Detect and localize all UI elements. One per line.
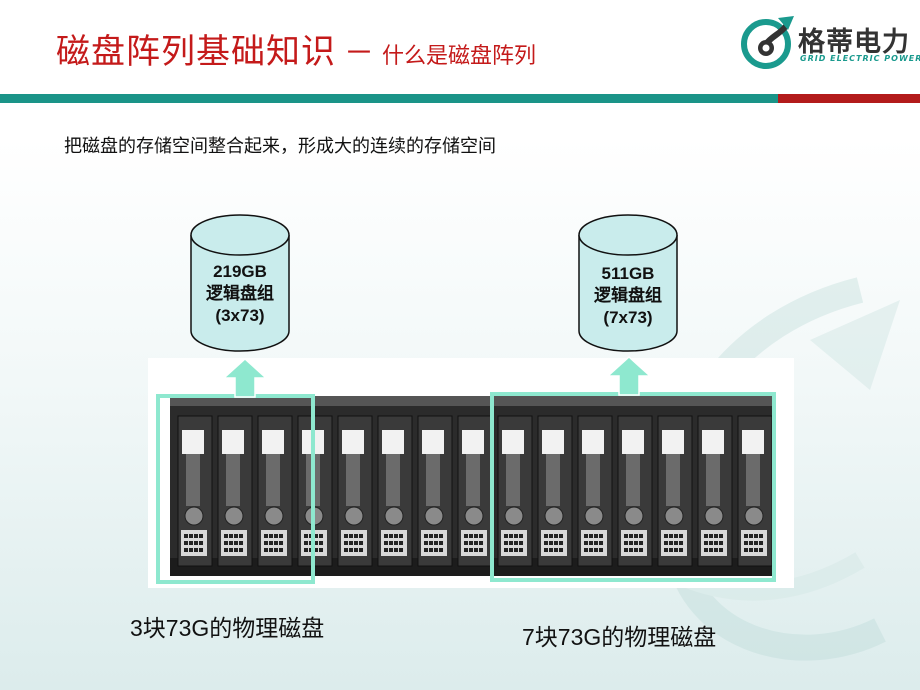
drive-slot bbox=[577, 415, 613, 567]
caption-group-2: 7块73G的物理磁盘 bbox=[522, 624, 717, 650]
drive-slot bbox=[737, 415, 773, 567]
title-separator: － bbox=[344, 36, 374, 71]
drive-slot bbox=[657, 415, 693, 567]
drive-slot bbox=[457, 415, 493, 567]
up-arrow-icon bbox=[606, 356, 652, 396]
title-subtitle: 什么是磁盘阵列 bbox=[382, 44, 537, 69]
disk-enclosure-drawing bbox=[156, 392, 776, 584]
slide-title: 磁盘阵列基础知识－ 什么是磁盘阵列 bbox=[56, 24, 536, 73]
group-name: 逻辑盘组 bbox=[206, 284, 274, 303]
group-name: 逻辑盘组 bbox=[594, 286, 662, 305]
header-bar-red bbox=[778, 94, 920, 103]
database-cylinder-icon bbox=[190, 214, 290, 352]
drive-slot bbox=[497, 415, 533, 567]
intro-text: 把磁盘的存储空间整合起来，形成大的连续的存储空间 bbox=[64, 136, 496, 157]
drive-slot bbox=[697, 415, 733, 567]
group-config: (7x73) bbox=[603, 308, 653, 327]
drive-slot bbox=[537, 415, 573, 567]
logical-disk-group-1: 219GB 逻辑盘组 (3x73) bbox=[190, 213, 290, 353]
up-arrow-icon bbox=[222, 358, 268, 398]
drive-slot bbox=[177, 415, 213, 567]
group-size: 219GB bbox=[213, 262, 267, 281]
title-main: 磁盘阵列基础知识 bbox=[56, 32, 336, 72]
database-cylinder-icon bbox=[578, 214, 678, 352]
caption-group-1: 3块73G的物理磁盘 bbox=[130, 615, 325, 641]
swirl-logo-icon bbox=[741, 16, 794, 69]
group-config: (3x73) bbox=[215, 306, 265, 325]
disk-enclosure-photo bbox=[148, 358, 794, 588]
logo-name-en: GRID ELECTRIC POWER bbox=[800, 54, 920, 63]
logo-name-cn: 格蒂电力 bbox=[798, 27, 910, 58]
drive-slot bbox=[377, 415, 413, 567]
header-bar-teal bbox=[0, 94, 778, 103]
drive-slot bbox=[417, 415, 453, 567]
logical-disk-group-2: 511GB 逻辑盘组 (7x73) bbox=[578, 213, 678, 353]
company-logo: 格蒂电力 GRID ELECTRIC POWER bbox=[736, 10, 920, 74]
drive-slot bbox=[617, 415, 653, 567]
drive-slot bbox=[217, 415, 253, 567]
drive-slot bbox=[257, 415, 293, 567]
drive-slot bbox=[337, 415, 373, 567]
group-size: 511GB bbox=[601, 264, 655, 283]
